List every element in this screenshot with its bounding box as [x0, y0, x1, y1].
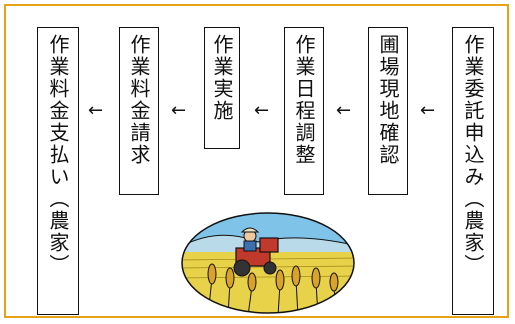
step-fee-billing: 作業料金請求	[119, 27, 159, 195]
step-work-execution-label: 作業実施	[210, 34, 234, 122]
step-fee-billing-label: 作業料金請求	[127, 34, 151, 166]
step-fee-payment: 作業料金支払い（農家）	[37, 27, 79, 315]
arrow-left-icon: ←	[171, 100, 187, 121]
farmer-tractor-wheat-icon	[181, 212, 355, 314]
step-work-request-label: 作業委託申込み（農家）	[461, 34, 485, 276]
arrow-left-icon: ←	[254, 100, 270, 121]
step-field-inspection: 圃場現地確認	[368, 27, 408, 195]
step-work-request: 作業委託申込み（農家）	[452, 27, 494, 315]
step-schedule-adjustment-label: 作業日程調整	[292, 34, 316, 166]
step-fee-payment-label: 作業料金支払い（農家）	[46, 34, 70, 276]
arrow-left-icon: ←	[420, 100, 436, 121]
step-work-execution: 作業実施	[204, 27, 240, 149]
step-schedule-adjustment: 作業日程調整	[284, 27, 324, 195]
arrow-left-icon: ←	[336, 100, 352, 121]
arrow-left-icon: ←	[88, 100, 104, 121]
step-field-inspection-label: 圃場現地確認	[376, 34, 400, 166]
